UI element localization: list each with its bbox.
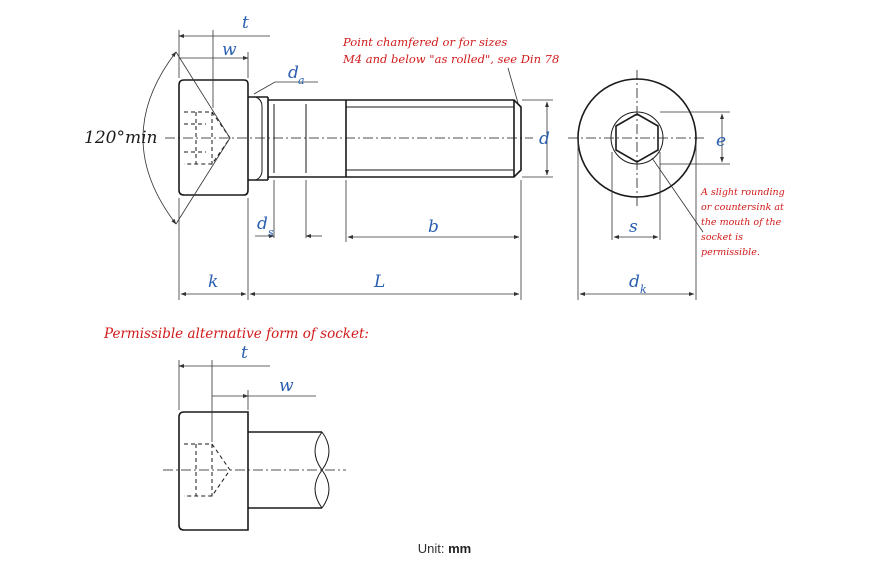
note-point-chamfered-2: M4 and below "as rolled", see Din 78 [342,52,559,66]
angle-lines [175,51,231,225]
screw-neck [248,96,268,181]
label-d-a-sub: a [298,74,305,87]
rounding-leader [651,157,704,233]
neck-fillet [255,96,263,181]
alt-shank [248,431,322,509]
kL-extension [178,198,522,300]
label-e: e [716,131,726,151]
e-extension [660,111,730,165]
label-d-a: d [288,63,299,83]
unit-caption: Unit: mm [0,541,889,556]
label-d-s-sub: s [268,226,274,239]
label-angle: 120°min [84,128,157,148]
d-extension [522,99,553,178]
alt-head [178,411,249,531]
s-extension [611,152,661,240]
dk-extension [577,140,697,300]
t-extension [178,30,214,108]
screw-head [178,79,249,196]
side-view [142,30,553,300]
note-point-chamfered-1: Point chamfered or for sizes [342,35,507,49]
label-k: k [208,272,218,292]
alt-socket-view [163,360,346,531]
ds-extension [273,180,307,238]
label-d: d [539,129,550,149]
b-extension [345,180,522,242]
note-rounding-4: socket is [701,232,743,243]
angle-arc [142,51,177,225]
shank-hidden-lines [273,104,307,173]
thread-root-lines [346,106,514,171]
label-d-k: d [629,272,640,292]
end-view [568,70,730,300]
alt-t-extension [178,360,213,442]
screw-shank [267,97,346,180]
alt-label-t: t [241,343,248,363]
label-t: t [242,13,249,33]
label-w: w [222,40,237,60]
label-L: L [373,272,385,292]
note-rounding-2: or countersink at [701,202,784,213]
unit-label: Unit: [417,541,445,556]
label-d-k-sub: k [640,283,647,296]
label-b: b [428,217,439,237]
thread-section [345,99,522,178]
note-rounding-1: A slight rounding [700,187,785,198]
unit-value: mm [448,541,472,556]
alt-label-w: w [279,376,294,396]
da-leader [253,81,318,95]
note-rounding-3: the mouth of the [701,217,782,228]
label-s: s [629,217,638,237]
alt-form-heading: Permissible alternative form of socket: [103,326,369,342]
label-d-s: d [257,214,268,234]
note-leader [507,67,519,104]
note-rounding-5: permissible. [701,247,760,258]
